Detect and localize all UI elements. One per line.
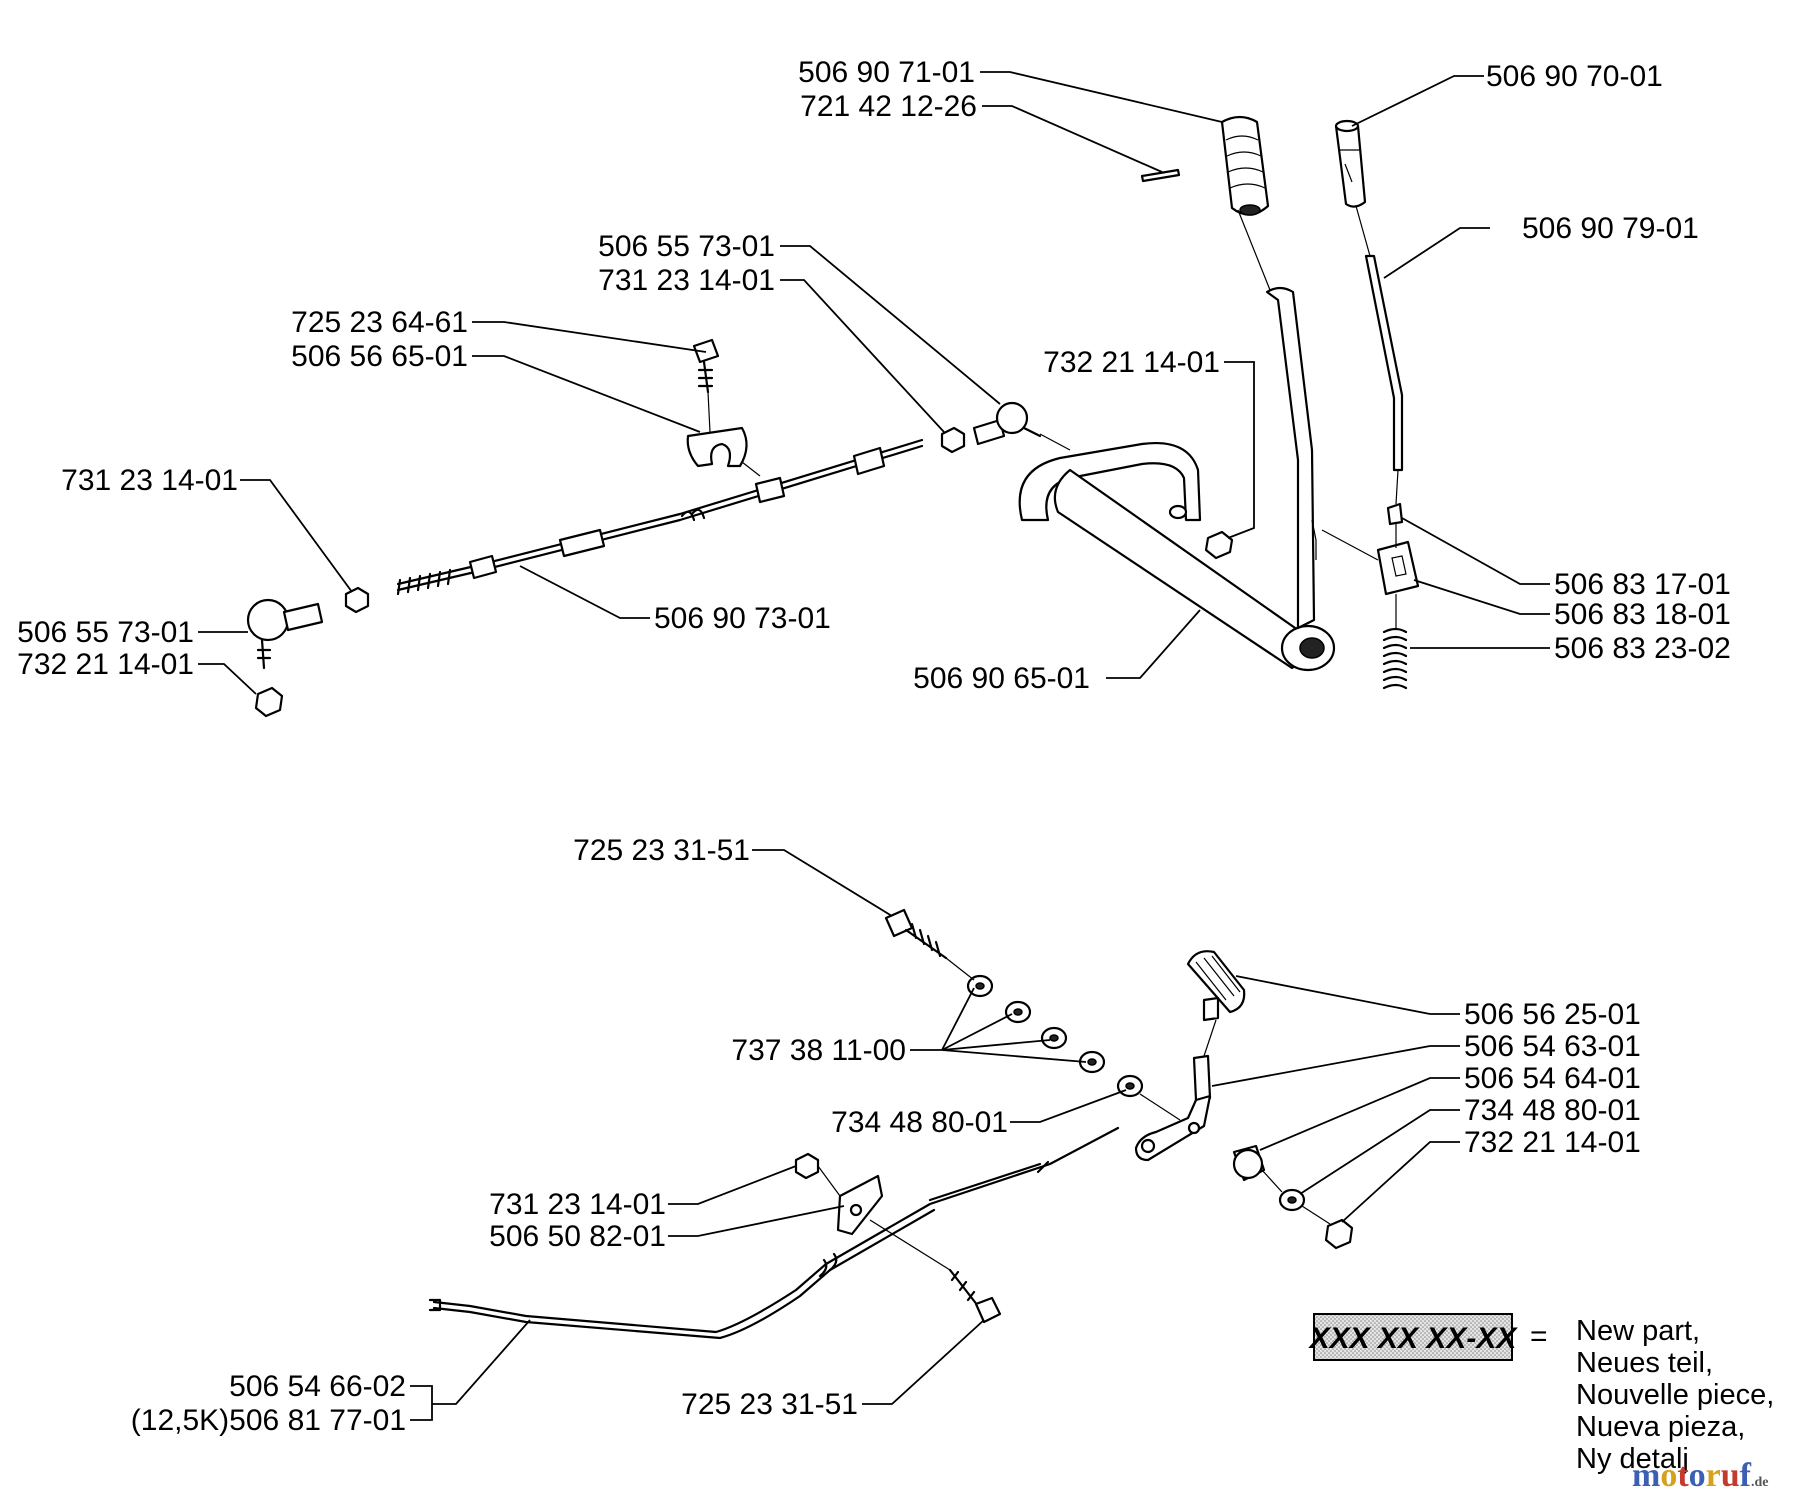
label-nut-bracket: 731 23 14-01: [489, 1188, 666, 1221]
label-nut-upper: 731 23 14-01: [598, 264, 775, 297]
leader-lines: [198, 71, 1550, 1421]
pin-drawing: [1140, 168, 1181, 183]
watermark-letter: t: [1677, 1457, 1689, 1494]
rod-drawing: [1364, 254, 1404, 472]
knob-lower-drawing: [1186, 950, 1246, 1022]
bushing-drawing: [1232, 1144, 1266, 1182]
legend: XXX XX XX-XX = New part, Neues teil, Nou…: [1308, 1313, 1774, 1475]
label-bolt-lower: 725 23 31-51: [681, 1388, 858, 1421]
label-joint-lower: 506 55 73-01: [17, 616, 194, 649]
legend-line-1: New part,: [1576, 1315, 1700, 1347]
label-top-rod: 506 90 79-01: [1522, 212, 1699, 245]
legend-symbol-box: [1313, 1313, 1513, 1361]
label-spring: 506 83 23-02: [1554, 632, 1731, 665]
watermark-logo: motoruf.de: [1632, 1457, 1769, 1494]
lower-assembly: [428, 908, 1354, 1340]
plate-drawing: [1376, 540, 1420, 596]
label-washers: 737 38 11-00: [731, 1034, 906, 1067]
watermark-letter: u: [1721, 1457, 1740, 1494]
watermark-letter: r: [1706, 1457, 1721, 1494]
label-bolt-clamp: 725 23 64-61: [291, 306, 468, 339]
cable-upper-drawing: [396, 438, 924, 596]
cable-lower-drawing: [428, 1126, 1120, 1340]
watermark-letter: o: [1660, 1457, 1677, 1494]
label-lever-lower: 506 54 63-01: [1464, 1030, 1641, 1063]
label-lever-assembly: 506 90 65-01: [913, 662, 1090, 695]
bolt-lower-drawing: [948, 1268, 1002, 1324]
label-knob-lower: 506 56 25-01: [1464, 998, 1641, 1031]
handle-grip-drawing: [1220, 115, 1270, 216]
clamp-drawing: [686, 426, 748, 468]
watermark-name: motoruf: [1632, 1457, 1752, 1494]
knob-drawing: [1334, 119, 1367, 208]
locknut-right-drawing: [1324, 1218, 1354, 1250]
label-cable-top: 506 90 73-01: [654, 602, 831, 635]
nut-bracket-drawing: [794, 1152, 820, 1180]
lever-assembly-drawing: [1018, 286, 1336, 672]
legend-equals: =: [1530, 1320, 1548, 1353]
washer-right-drawing: [1278, 1188, 1306, 1212]
sleeve-drawing: [1386, 502, 1404, 526]
bolt-upper-drawing: [884, 908, 948, 960]
watermark-text: motoruf.de: [1632, 1457, 1769, 1494]
legend-line-3: Nouvelle piece,: [1576, 1379, 1774, 1411]
label-bushing: 506 54 64-01: [1464, 1062, 1641, 1095]
label-cable-lower-b: (12,5K)506 81 77-01: [131, 1404, 406, 1437]
label-washer-right: 734 48 80-01: [1464, 1094, 1641, 1127]
locknut-left-drawing: [254, 686, 284, 718]
lever-lower-drawing: [1134, 1054, 1212, 1162]
bolt-clamp-drawing: [692, 338, 720, 394]
locknut-bracket-drawing: [1204, 530, 1234, 560]
bracket-drawing: [836, 1174, 884, 1236]
label-top-pin: 721 42 12-26: [800, 90, 977, 123]
legend-line-4: Nueva pieza,: [1576, 1411, 1745, 1443]
legend-symbol: XXX XX XX-XX: [1308, 1322, 1519, 1355]
ball-joint-lower-drawing: [246, 598, 324, 670]
watermark-letter: m: [1632, 1457, 1660, 1494]
watermark-suffix: .de: [1751, 1475, 1769, 1490]
label-top-knob: 506 90 70-01: [1486, 60, 1663, 93]
upper-assembly: [246, 115, 1420, 718]
watermark-letter: o: [1689, 1457, 1706, 1494]
nut-left-drawing: [344, 586, 370, 614]
alignment-lines-lower: [817, 957, 1331, 1271]
label-joint-upper: 506 55 73-01: [598, 230, 775, 263]
legend-line-2: Neues teil,: [1576, 1347, 1713, 1379]
label-washer-mid: 734 48 80-01: [831, 1106, 1008, 1139]
legend-line-5: Ny detalj: [1576, 1443, 1689, 1475]
nut-upper-drawing: [940, 426, 966, 454]
label-locknut-left: 732 21 14-01: [17, 648, 194, 681]
label-plate: 506 83 18-01: [1554, 598, 1731, 631]
alignment-lines-upper: [707, 205, 1399, 630]
label-locknut-right: 732 21 14-01: [1464, 1126, 1641, 1159]
spring-drawing: [1382, 627, 1408, 690]
ball-joint-upper-drawing: [972, 401, 1042, 446]
label-locknut-bracket: 732 21 14-01: [1043, 346, 1220, 379]
washers-drawing: [966, 974, 1144, 1098]
label-sleeve: 506 83 17-01: [1554, 568, 1731, 601]
label-bracket: 506 50 82-01: [489, 1220, 666, 1253]
label-bolt-upper: 725 23 31-51: [573, 834, 750, 867]
label-nut-left: 731 23 14-01: [61, 464, 238, 497]
label-clamp: 506 56 65-01: [291, 340, 468, 373]
label-cable-lower-a: 506 54 66-02: [229, 1370, 406, 1403]
part-labels: 506 90 71-01 721 42 12-26 506 90 70-01 5…: [17, 56, 1731, 1437]
label-top-handle: 506 90 71-01: [798, 56, 975, 89]
watermark-letter: f: [1740, 1457, 1752, 1494]
